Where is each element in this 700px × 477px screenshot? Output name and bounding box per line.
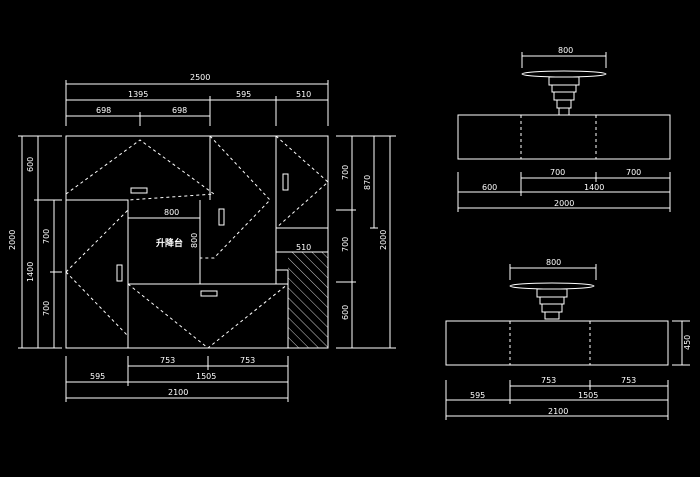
dim-510-inner: 510 xyxy=(296,243,311,252)
dim-1505: 1505 xyxy=(578,391,598,400)
dim-800: 800 xyxy=(558,46,573,55)
elevation-top: 800 700 700 600 1400 2000 xyxy=(457,46,671,212)
elevation-cabinet xyxy=(445,320,669,366)
plan-door-swing xyxy=(275,135,329,229)
dim-1400: 1400 xyxy=(26,262,35,282)
plan-door-swing xyxy=(65,139,216,201)
dim-700: 700 xyxy=(341,165,350,180)
dim-595: 595 xyxy=(236,90,251,99)
dim-698: 698 xyxy=(96,106,111,115)
elevation-bottom: 800 450 753 753 595 1505 2100 xyxy=(445,258,692,420)
dim-800-inner: 800 xyxy=(164,208,179,217)
dim-753: 753 xyxy=(160,356,175,365)
plan-door-swing xyxy=(200,135,271,259)
plan-partition-left xyxy=(66,199,129,348)
dim-1400: 1400 xyxy=(584,183,604,192)
dim-700: 700 xyxy=(550,168,565,177)
plan-dimensions: 2500 1395 595 510 698 698 753 753 1505 5… xyxy=(8,73,396,402)
dim-870: 870 xyxy=(363,175,372,190)
dim-1395: 1395 xyxy=(128,90,148,99)
lift-platform-label: 升降台 xyxy=(156,237,183,249)
plan-hatched-shaft xyxy=(288,252,328,348)
dim-2000: 2000 xyxy=(379,230,388,250)
dim-700: 700 xyxy=(42,229,51,244)
dim-2100: 2100 xyxy=(168,388,188,397)
door-handle xyxy=(200,290,218,297)
dim-800-inner-v: 800 xyxy=(190,233,199,248)
door-handle xyxy=(218,208,225,226)
dim-698: 698 xyxy=(172,106,187,115)
dim-700: 700 xyxy=(626,168,641,177)
dim-450: 450 xyxy=(683,335,692,350)
door-handle xyxy=(116,264,123,282)
dim-2000: 2000 xyxy=(8,230,17,250)
door-handle xyxy=(130,187,148,194)
dim-753: 753 xyxy=(621,376,636,385)
dim-600: 600 xyxy=(26,157,35,172)
plan-door-swing xyxy=(65,208,129,330)
dim-2100: 2100 xyxy=(548,407,568,416)
elevation-cabinet xyxy=(457,114,671,160)
dim-595: 595 xyxy=(90,372,105,381)
dim-700: 700 xyxy=(341,237,350,252)
dim-753: 753 xyxy=(541,376,556,385)
dim-800: 800 xyxy=(546,258,561,267)
dim-2000: 2000 xyxy=(554,199,574,208)
dim-1505: 1505 xyxy=(196,372,216,381)
plan-door-swing xyxy=(65,271,129,337)
plan-shaft-wall xyxy=(276,269,289,348)
dim-510: 510 xyxy=(296,90,311,99)
dim-753: 753 xyxy=(240,356,255,365)
plan-outline xyxy=(65,135,329,349)
plan-view: 升降台 xyxy=(65,135,329,349)
dim-700: 700 xyxy=(42,301,51,316)
plan-door-swing xyxy=(127,283,289,349)
dim-600: 600 xyxy=(482,183,497,192)
dim-600: 600 xyxy=(341,305,350,320)
dim-2500: 2500 xyxy=(190,73,210,82)
door-handle xyxy=(282,173,289,191)
dim-595: 595 xyxy=(470,391,485,400)
